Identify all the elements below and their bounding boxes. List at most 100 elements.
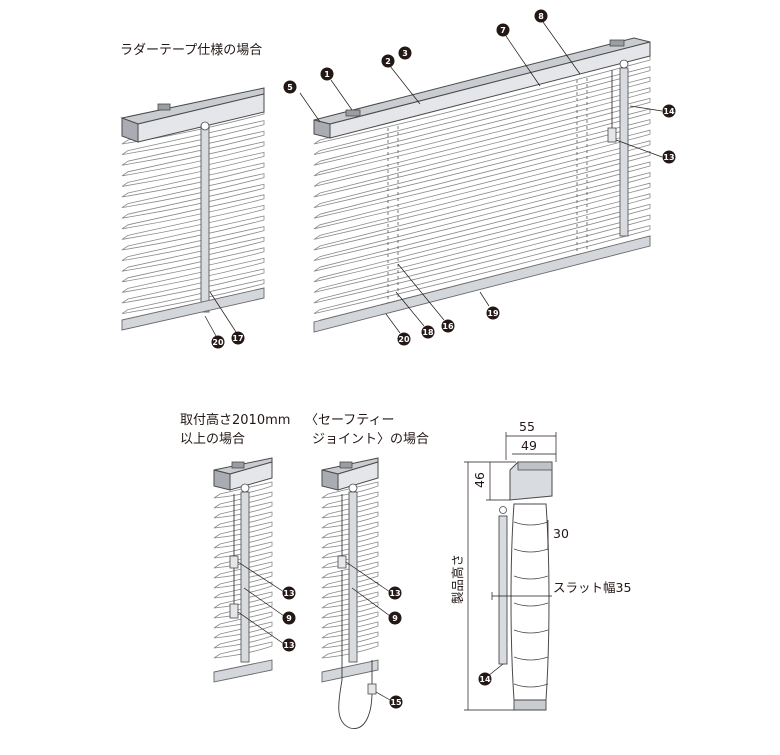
profile-wand-hook bbox=[499, 506, 507, 514]
slat bbox=[313, 87, 651, 177]
cord-tassel-a bbox=[229, 603, 239, 619]
slat bbox=[121, 151, 265, 187]
head-rail-end-a bbox=[213, 469, 231, 491]
callout-13-a-lower: 13 bbox=[282, 638, 296, 652]
dim-label-30: 30 bbox=[553, 526, 569, 541]
callouts: 1 2 3 5 7 8 14 13 19 16 18 20 20 17 13 9… bbox=[211, 9, 676, 709]
svg-text:2: 2 bbox=[385, 57, 391, 66]
slat bbox=[121, 268, 265, 304]
svg-text:3: 3 bbox=[402, 49, 408, 58]
svg-text:13: 13 bbox=[283, 589, 294, 598]
callout-5: 5 bbox=[283, 80, 297, 94]
svg-text:14: 14 bbox=[479, 675, 491, 684]
wand-left bbox=[200, 125, 210, 313]
svg-text:17: 17 bbox=[232, 334, 243, 343]
callout-20-left: 20 bbox=[211, 335, 225, 349]
wand-hook-main bbox=[619, 59, 629, 69]
slat bbox=[121, 162, 265, 198]
safety-joint bbox=[367, 683, 377, 695]
slat bbox=[121, 194, 265, 230]
profile-slat bbox=[513, 575, 549, 580]
profile-head-rail bbox=[509, 461, 553, 501]
cord-tassel-main bbox=[607, 127, 617, 143]
slat bbox=[121, 204, 265, 240]
svg-text:7: 7 bbox=[500, 26, 506, 35]
cord-stopper-b bbox=[337, 555, 347, 569]
slat bbox=[313, 129, 651, 219]
bottom-rail-main bbox=[313, 235, 651, 333]
dim-label-55: 55 bbox=[519, 419, 535, 434]
svg-text:19: 19 bbox=[487, 309, 499, 318]
callout-18: 18 bbox=[421, 325, 435, 339]
callout-16: 16 bbox=[441, 319, 455, 333]
dim-label-46: 46 bbox=[472, 472, 487, 488]
head-rail-end-b bbox=[321, 469, 339, 491]
bracket-main-1 bbox=[345, 109, 361, 117]
svg-text:9: 9 bbox=[392, 614, 398, 623]
callout-13-main: 13 bbox=[662, 150, 676, 164]
cord-stopper-a bbox=[229, 555, 239, 569]
wand-b bbox=[348, 491, 358, 663]
slat bbox=[313, 214, 651, 304]
slat bbox=[121, 257, 265, 293]
caption-height-line2: 以上の場合 bbox=[180, 432, 245, 447]
callout-8: 8 bbox=[534, 9, 548, 23]
svg-text:13: 13 bbox=[663, 153, 674, 162]
wand-hook-a bbox=[240, 483, 250, 493]
side-profile: 55 49 46 30 スラット幅35 製品高さ bbox=[450, 419, 631, 711]
callout-9-b: 9 bbox=[388, 611, 402, 625]
callout-15: 15 bbox=[389, 695, 403, 709]
profile-slat bbox=[513, 548, 549, 553]
dim-label-slat-width: スラット幅35 bbox=[553, 580, 631, 595]
svg-text:20: 20 bbox=[398, 335, 410, 344]
callout-14-main: 14 bbox=[662, 104, 676, 118]
dim-label-49: 49 bbox=[521, 438, 537, 453]
bracket-left bbox=[157, 103, 171, 111]
wand-hook-b bbox=[348, 483, 358, 493]
profile-head-rail-top bbox=[517, 461, 553, 471]
bracket-a bbox=[231, 461, 245, 469]
profile-slat bbox=[513, 602, 549, 607]
svg-text:8: 8 bbox=[538, 12, 544, 21]
profile-wand bbox=[498, 515, 508, 665]
callout-9-a: 9 bbox=[282, 611, 296, 625]
profile-slat-stack bbox=[510, 503, 550, 701]
slat bbox=[313, 119, 651, 208]
slat bbox=[313, 76, 651, 166]
slat bbox=[121, 120, 265, 155]
slat bbox=[121, 226, 265, 261]
callout-13-a-upper: 13 bbox=[282, 586, 296, 600]
bottom-rail-a bbox=[213, 659, 273, 683]
safety-cord-loop bbox=[338, 570, 373, 729]
slat bbox=[121, 141, 265, 177]
slat bbox=[121, 247, 265, 283]
profile-slat bbox=[513, 521, 549, 526]
profile-slat bbox=[513, 683, 549, 688]
svg-text:20: 20 bbox=[212, 338, 224, 347]
callout-13-b: 13 bbox=[388, 586, 402, 600]
bottom-rail-left bbox=[121, 287, 265, 331]
svg-text:18: 18 bbox=[422, 328, 434, 337]
caption-height-line1: 取付高さ2010mm bbox=[180, 412, 290, 428]
callout-7: 7 bbox=[496, 23, 510, 37]
slat bbox=[313, 225, 651, 314]
slat bbox=[121, 236, 265, 272]
callout-3: 3 bbox=[398, 46, 412, 60]
bracket-main-2 bbox=[609, 39, 625, 47]
slat bbox=[313, 172, 651, 261]
svg-text:1: 1 bbox=[324, 70, 330, 79]
slat bbox=[313, 182, 651, 272]
caption-safety-line2: ジョイント〉の場合 bbox=[312, 432, 429, 447]
svg-text:16: 16 bbox=[442, 322, 454, 331]
slat bbox=[121, 215, 265, 251]
callout-1: 1 bbox=[320, 67, 334, 81]
slat bbox=[121, 279, 265, 314]
head-rail-end-left bbox=[121, 117, 139, 143]
profile-slat bbox=[513, 656, 549, 661]
svg-text:13: 13 bbox=[283, 641, 294, 650]
svg-text:5: 5 bbox=[287, 83, 293, 92]
svg-text:15: 15 bbox=[390, 698, 402, 707]
wand-hook-left bbox=[200, 121, 210, 131]
svg-text:9: 9 bbox=[286, 614, 292, 623]
